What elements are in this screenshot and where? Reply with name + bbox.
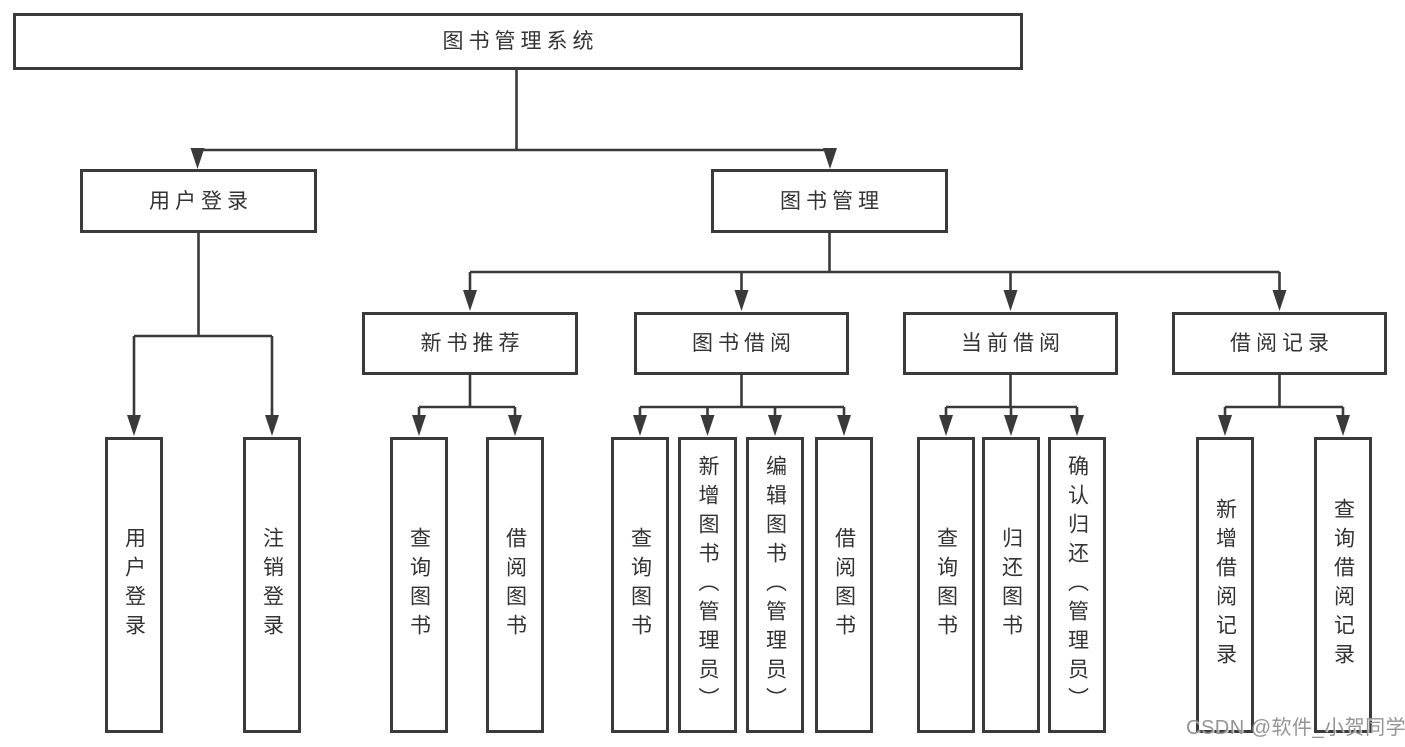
leaf-query-book-borrow: 查询图书: [611, 437, 669, 733]
node-label: 图书管理系统: [442, 30, 599, 53]
leaf-user-login: 用户登录: [105, 437, 163, 733]
leaf-query-book-current: 查询图书: [917, 437, 975, 733]
node-label: 当前借阅: [961, 332, 1065, 355]
node-label: 用户登录: [149, 189, 253, 213]
leaf-label: 确认归还（管理员）: [1065, 454, 1089, 716]
leaf-add-book-admin: 新增图书（管理员）: [678, 437, 737, 733]
leaf-label: 借阅图书: [503, 527, 527, 643]
leaf-edit-book-admin: 编辑图书（管理员）: [746, 437, 804, 733]
leaf-label: 用户登录: [122, 527, 146, 643]
node-label: 借阅记录: [1230, 332, 1334, 355]
leaf-query-book-recommend: 查询图书: [390, 437, 448, 733]
leaf-return-book: 归还图书: [982, 437, 1040, 733]
node-new-book-recommend: 新书推荐: [362, 312, 578, 375]
leaf-label: 借阅图书: [832, 527, 856, 643]
node-user-login: 用户登录: [80, 169, 317, 233]
leaf-label: 查询图书: [628, 527, 652, 643]
node-borrow-records: 借阅记录: [1172, 312, 1387, 375]
node-book-borrow: 图书借阅: [634, 312, 849, 375]
node-book-management: 图书管理: [711, 169, 948, 233]
leaf-label: 编辑图书（管理员）: [763, 454, 787, 716]
leaf-label: 归还图书: [999, 527, 1023, 643]
node-label: 图书借阅: [692, 332, 796, 355]
leaf-borrow-book: 借阅图书: [815, 437, 873, 733]
leaf-confirm-return-admin: 确认归还（管理员）: [1048, 437, 1106, 733]
node-root-system: 图书管理系统: [13, 13, 1023, 70]
node-current-borrow: 当前借阅: [903, 312, 1118, 375]
leaf-label: 查询借阅记录: [1331, 498, 1355, 672]
leaf-label: 新增图书（管理员）: [696, 454, 719, 716]
leaf-borrow-book-recommend: 借阅图书: [486, 437, 544, 733]
leaf-label: 注销登录: [260, 527, 284, 643]
leaf-label: 新增借阅记录: [1213, 498, 1237, 672]
leaf-logout: 注销登录: [243, 437, 301, 733]
node-label: 图书管理: [780, 189, 884, 213]
leaf-add-borrow-record: 新增借阅记录: [1196, 437, 1254, 733]
node-label: 新书推荐: [420, 332, 525, 355]
leaf-query-borrow-record: 查询借阅记录: [1314, 437, 1372, 733]
csdn-watermark: CSDN @软件_小贺同学: [1186, 717, 1405, 739]
leaf-label: 查询图书: [407, 527, 431, 643]
leaf-label: 查询图书: [934, 527, 958, 643]
